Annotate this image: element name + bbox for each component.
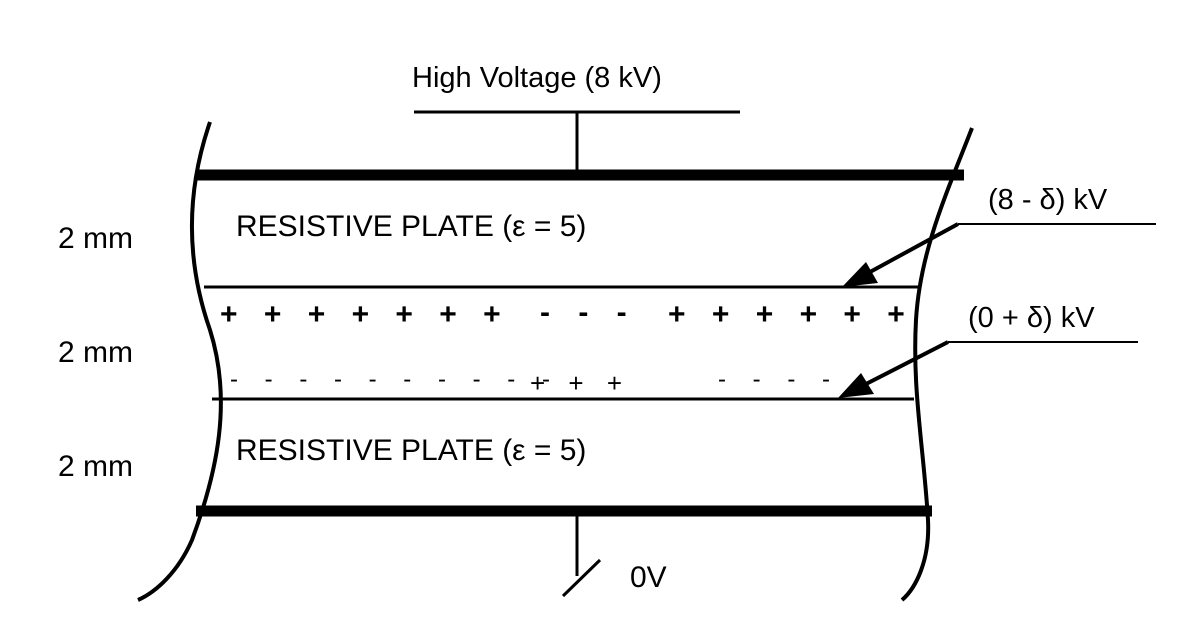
upper-middle-negative-charges: - - - [540,296,637,329]
bottom-resistive-plate-label: RESISTIVE PLATE (ε = 5) [236,434,587,467]
left-break-edge [137,121,223,602]
upper-right-positive-charges: + + + + + + [668,298,914,331]
right-break-edge [900,127,974,602]
top-plate-thickness-label: 2 mm [58,222,133,255]
gap-thickness-label: 2 mm [58,336,133,369]
upper-left-positive-charges: + + + + + + + [220,298,510,331]
lower-middle-positive-charges: + + + [530,368,630,398]
upper-potential-arrow-shaft [869,222,959,274]
lower-left-negative-charges: - - - - - - - - - - [230,366,560,393]
top-resistive-plate-label: RESISTIVE PLATE (ε = 5) [236,210,587,243]
lower-potential-arrowhead [838,373,874,398]
lower-right-negative-charges: - - - - - [718,366,875,393]
lower-potential-arrow-shaft [865,340,949,386]
high-voltage-label: High Voltage (8 kV) [412,62,662,94]
ground-label: 0V [630,561,667,594]
bottom-plate-thickness-label: 2 mm [58,450,133,483]
upper-potential-label: (8 - δ) kV [988,184,1108,216]
upper-potential-arrowhead [842,262,878,287]
lower-potential-label: (0 + δ) kV [968,302,1095,334]
ground-slash [561,558,602,598]
